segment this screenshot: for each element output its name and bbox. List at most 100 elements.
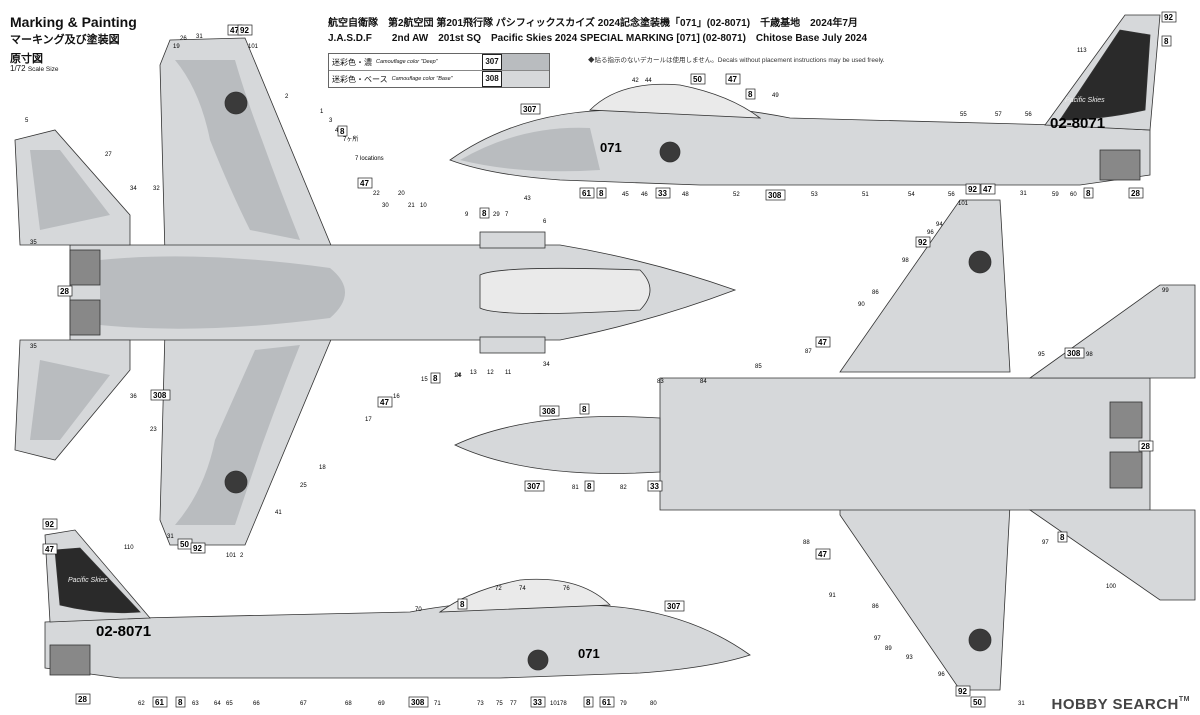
callout-box: [583, 696, 594, 708]
callout-number: 71: [434, 701, 441, 707]
callout-box: [430, 372, 441, 384]
intake: [479, 231, 546, 249]
callout-number: 26: [180, 36, 187, 42]
callout-box: [337, 125, 348, 137]
callout-box: [647, 480, 663, 492]
header-line-en: J.A.S.D.F 2nd AW 201st SQ Pacific Skies …: [328, 33, 868, 44]
callout-box: [584, 480, 595, 492]
callout-number: 86: [872, 290, 879, 296]
callout-number: 20: [398, 191, 405, 197]
callout-number: 101: [958, 201, 969, 207]
legend-code: 307: [482, 54, 502, 70]
callout-number: 29: [493, 212, 500, 218]
intake: [479, 336, 546, 354]
orig-size-label: 原寸図: [10, 53, 43, 65]
callout-number: 83: [657, 379, 664, 385]
callout-number: 110: [124, 545, 134, 551]
callout-number: 80: [650, 701, 657, 707]
callout-number: 64: [214, 701, 221, 707]
callout-number: 7ヶ所: [343, 135, 358, 143]
callout-box: [765, 189, 786, 201]
callout-box: [725, 73, 741, 85]
legend-en: Camouflage color "Deep": [376, 59, 438, 65]
callout-number: 61: [582, 189, 591, 198]
callout-number: 21: [408, 203, 415, 209]
camo-patch: [100, 256, 345, 329]
callout-number: 18: [319, 465, 326, 471]
callout-number: 47: [380, 398, 389, 407]
callout-number: 82: [620, 485, 627, 491]
callout-number: 308: [768, 191, 782, 200]
callout-number: 81: [572, 485, 579, 491]
callout-number: 113: [1077, 48, 1087, 54]
tail-logo-right: Pacific Skies: [1065, 97, 1105, 104]
callout-number: 49: [772, 93, 779, 99]
callout-number: 74: [519, 586, 526, 592]
callout-number: 28: [78, 695, 87, 704]
callout-number: 100: [1106, 584, 1117, 590]
nozzle: [49, 644, 91, 676]
callout-box: [150, 389, 171, 401]
scale-label: Scale Size: [27, 66, 59, 73]
callout-number: 22: [373, 191, 380, 197]
callout-number: 33: [658, 189, 667, 198]
callout-number: 8: [586, 698, 591, 707]
callout-number: 47: [818, 550, 827, 559]
callout-number: 7 locations: [355, 156, 384, 162]
callout-number: 24: [455, 373, 462, 379]
callout-box: [970, 696, 986, 708]
callout-number: 23: [150, 427, 157, 433]
callout-number: 94: [936, 222, 943, 228]
callout-number: 54: [908, 192, 915, 198]
camo-patch: [175, 345, 300, 525]
tail-logo-left: Pacific Skies: [68, 577, 108, 584]
callout-box: [1064, 347, 1085, 359]
callout-number: 88: [803, 540, 810, 546]
callout-number: 307: [523, 105, 537, 114]
title-jp: マーキング及び塗装図: [10, 34, 120, 46]
callout-number: 8: [599, 189, 604, 198]
callout-number: 55: [960, 112, 967, 118]
callout-number: 9: [465, 212, 469, 218]
callout-box: [520, 103, 541, 115]
callout-number: 12: [487, 370, 494, 376]
callout-number: 8: [587, 482, 592, 491]
callout-number: 7: [505, 212, 509, 218]
callout-number: 67: [300, 701, 307, 707]
callout-number: 4: [335, 128, 339, 134]
callout-box: [579, 403, 590, 415]
callout-number: 47: [45, 545, 54, 554]
callout-number: 96: [927, 230, 934, 236]
watermark-brand: HOBBY SEARCH: [1051, 696, 1179, 713]
callout-number: 69: [378, 701, 385, 707]
callout-box: [815, 548, 831, 560]
callout-box: [1138, 440, 1154, 452]
callout-number: 8: [1086, 189, 1091, 198]
callout-box: [1161, 11, 1177, 23]
callout-number: 14: [454, 373, 461, 379]
callout-number: 65: [226, 701, 233, 707]
callout-number: 19: [173, 44, 180, 50]
callout-number: 75: [496, 701, 503, 707]
callout-box: [377, 396, 393, 408]
callout-number: 47: [230, 26, 239, 35]
callout-number: 35: [30, 344, 37, 350]
callout-box: [664, 600, 685, 612]
callout-number: 97: [1042, 540, 1049, 546]
callout-box: [357, 177, 373, 189]
watermark: HOBBY SEARCHTM: [1051, 696, 1190, 713]
top-view: [14, 37, 737, 546]
callout-number: 6: [543, 219, 547, 225]
tail-serial-right: 02-8071: [1050, 115, 1105, 132]
legend-swatch: [502, 54, 549, 70]
callout-number: 76: [563, 586, 570, 592]
callout-number: 101: [226, 553, 237, 559]
callout-number: 47: [983, 185, 992, 194]
callout-number: 8: [433, 374, 438, 383]
callout-number: 51: [862, 192, 869, 198]
callout-number: 2: [240, 553, 244, 559]
callout-number: 92: [918, 238, 927, 247]
callout-number: 15: [421, 377, 428, 383]
